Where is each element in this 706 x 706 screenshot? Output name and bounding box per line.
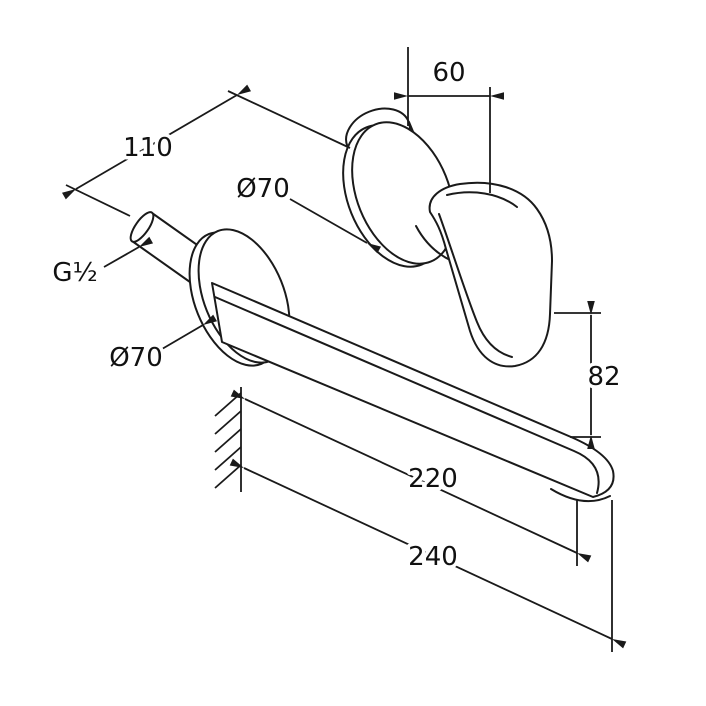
lever-handle [428,181,553,368]
dimension-82: 82 [554,301,624,449]
leader-line [103,236,154,268]
extension-line [227,90,351,149]
hatch-stroke [214,428,242,453]
leader-line [289,198,382,254]
extension-line [65,184,131,217]
dimension-82-label: 82 [587,362,620,392]
hatch-stroke [214,464,242,489]
hatch-stroke [214,446,242,471]
spout-escutcheon-dia-label: Ø70 [109,343,163,373]
wall-hatching [214,387,242,492]
lever-handle-top-edge [446,191,518,208]
inlet-pipe-bottom-edge [131,240,198,288]
dimension-dia70-spout: Ø70 [106,314,218,377]
dimension-220-label: 220 [408,464,458,494]
hatch-stroke [214,410,242,435]
inlet-pipe-end-cap [129,211,155,243]
dimension-dia70-mixer: Ø70 [233,171,382,254]
lever-handle-inner-edge [438,213,513,358]
hatch-stroke [214,392,242,417]
mixer-assembly [342,107,553,368]
thread-size-label: G½ [52,258,97,288]
mixer-escutcheon [351,121,455,265]
dimension-240-label: 240 [408,542,458,572]
dimension-60-label: 60 [432,58,465,88]
dimension-110: 110 [61,84,351,217]
dimension-240: 240 [229,458,627,652]
mixer-escutcheon-dia-label: Ø70 [236,174,290,204]
dimension-line [61,84,252,200]
dimension-110-label: 110 [123,133,173,163]
dimension-thread: G½ [49,236,154,292]
leader-line [161,314,218,350]
dimension-60: 60 [394,47,504,193]
dimension-line [229,458,627,649]
